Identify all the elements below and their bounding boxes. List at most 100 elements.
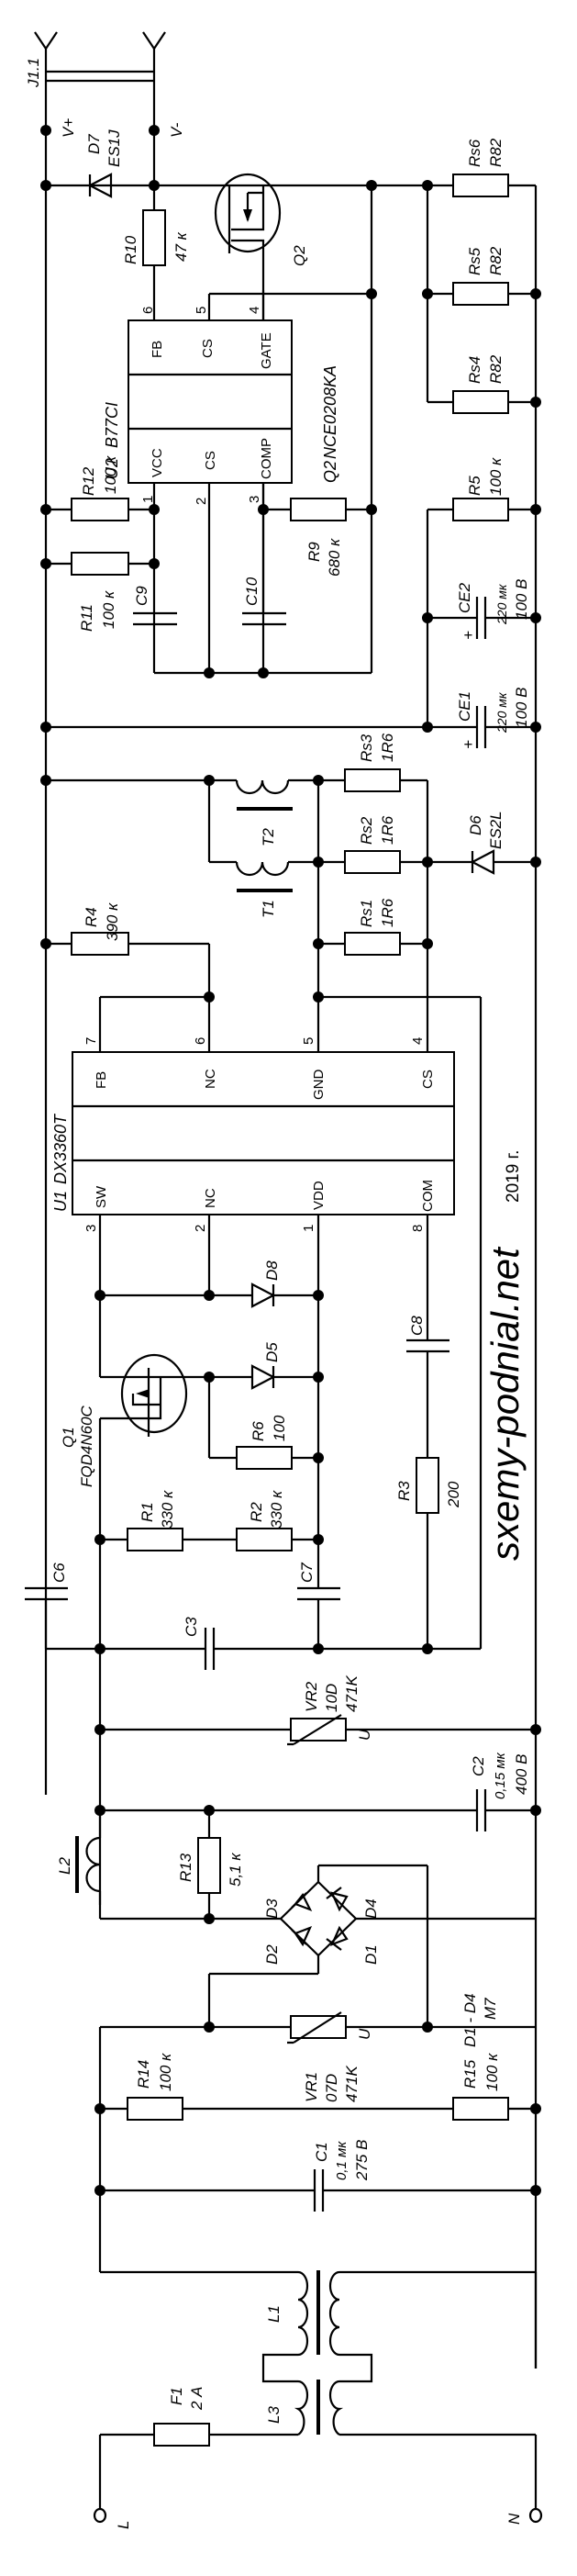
diode-d7 bbox=[87, 173, 113, 198]
r4-value: 390 к bbox=[104, 902, 121, 941]
q2-part-ref: Q2 bbox=[321, 461, 339, 483]
d2-ref: D2 bbox=[263, 1944, 281, 1965]
u2-pin2: 2 bbox=[194, 498, 209, 505]
vr2-ref: VR2 bbox=[303, 1681, 320, 1712]
diode-d2 bbox=[291, 1926, 313, 1947]
r12-value: 100 к bbox=[102, 455, 119, 494]
vr2-type: 10D bbox=[323, 1684, 340, 1712]
diode-d4 bbox=[326, 1887, 349, 1912]
output-stage: D7 ES1J Q2 R10 47 к Rs6 R82 R bbox=[40, 129, 541, 1795]
d1-ref: D1 bbox=[362, 1944, 380, 1965]
ce2-ref: CE2 bbox=[456, 582, 473, 613]
resistor-r12 bbox=[71, 498, 129, 521]
r14-ref: R14 bbox=[135, 2060, 152, 2089]
q1-ref: Q1 bbox=[60, 1427, 77, 1448]
r6-ref: R6 bbox=[250, 1421, 267, 1441]
rs4-ref: Rs4 bbox=[466, 356, 483, 384]
terminal-n[interactable] bbox=[528, 2507, 543, 2524]
u2-support: R12 100 к R11 100 к C9 C10 R9 680 к bbox=[40, 455, 541, 727]
diode-d3 bbox=[291, 1892, 313, 1912]
vr1-mark: U bbox=[356, 2028, 373, 2040]
line-label: L bbox=[115, 2521, 132, 2529]
c1-ref: C1 bbox=[313, 2142, 330, 2162]
u1-pin4: 4 bbox=[410, 1037, 426, 1045]
c2-value: 0,15 мк bbox=[493, 1752, 508, 1799]
r13-value: 5,1 к bbox=[227, 1853, 244, 1887]
resistor-r5 bbox=[452, 498, 509, 521]
ce1-rail: + CE1 220 мк 100 В bbox=[40, 688, 541, 2369]
l2-ref: L2 bbox=[56, 1857, 73, 1875]
c3-ref: C3 bbox=[183, 1617, 200, 1637]
year-watermark: 2019 г. bbox=[504, 1150, 523, 1203]
u1-pin5: 5 bbox=[301, 1037, 316, 1045]
f1-value: 2 А bbox=[188, 2386, 205, 2411]
r5-value: 100 к bbox=[487, 457, 505, 496]
emi-filter: U VR1 07D 471K R14 100 к R15 100 к C1 0,… bbox=[94, 2011, 541, 2272]
rs5-ref: Rs5 bbox=[466, 247, 483, 275]
c1-voltage: 275 В bbox=[353, 2140, 371, 2181]
c9-ref: C9 bbox=[133, 586, 150, 606]
neutral-label: N bbox=[505, 2513, 523, 2525]
u1-pin-gnd: GND bbox=[311, 1070, 327, 1101]
u1-pin-vdd: VDD bbox=[311, 1181, 327, 1210]
q2-ref: Q2 bbox=[291, 245, 308, 266]
t2-ref: T2 bbox=[260, 828, 277, 846]
ce1-ref: CE1 bbox=[456, 691, 473, 722]
d5-ref: D5 bbox=[263, 1342, 281, 1362]
connector-ref: J1.1 bbox=[25, 58, 42, 88]
resistor-rs4 bbox=[452, 390, 509, 414]
mains-input: L1 L3 F1 2 А L N bbox=[93, 2270, 543, 2529]
resistor-r13 bbox=[197, 1837, 221, 1894]
rs3-value: 1R6 bbox=[379, 733, 396, 762]
r6-value: 100 bbox=[271, 1415, 288, 1441]
r3-ref: R3 bbox=[395, 1481, 413, 1501]
d3-ref: D3 bbox=[263, 1898, 281, 1919]
ce2-polarity: + bbox=[460, 631, 477, 640]
u2-pin-cs: CS bbox=[200, 339, 216, 358]
resistor-r1 bbox=[127, 1528, 183, 1551]
l1-ref: L1 bbox=[265, 2305, 283, 2323]
rectifier: L2 R13 5,1 к D3 D4 D2 D1 D1 - D4 M7 bbox=[56, 1810, 536, 2047]
d8-ref: D8 bbox=[263, 1260, 281, 1281]
u1-pin7: 7 bbox=[83, 1037, 99, 1045]
vplus-label: V+ bbox=[60, 118, 77, 138]
l3-ref: L3 bbox=[265, 2406, 283, 2424]
d7-ref: D7 bbox=[85, 134, 103, 154]
input-filter: VR2 10D 471K U C2 0,15 мк 400 В bbox=[94, 1649, 541, 1905]
r11-ref: R11 bbox=[78, 604, 95, 632]
u2-pin1: 1 bbox=[140, 496, 156, 503]
resistor-r6 bbox=[236, 1446, 293, 1470]
terminal-l[interactable] bbox=[93, 2507, 107, 2524]
choke-l1-winding-a bbox=[297, 2270, 309, 2357]
ce2-voltage: 100 В bbox=[513, 579, 530, 620]
r12-ref: R12 bbox=[80, 466, 97, 496]
q2-part-value: NCE0208KA bbox=[321, 365, 339, 459]
u2-value: B77CI bbox=[103, 402, 121, 448]
u1-pin6: 6 bbox=[193, 1037, 208, 1045]
resistor-rs3 bbox=[344, 768, 401, 792]
rs4-value: R82 bbox=[487, 354, 505, 384]
ce1-value: 220 мк bbox=[494, 691, 509, 734]
r15-ref: R15 bbox=[461, 2059, 479, 2089]
r14-value: 100 к bbox=[157, 2053, 174, 2091]
diode-d8 bbox=[250, 1282, 276, 1308]
c2-ref: C2 bbox=[470, 1756, 487, 1776]
choke-l1-winding-b bbox=[328, 2270, 340, 2357]
transformer-t1-winding bbox=[235, 861, 290, 877]
r4-ref: R4 bbox=[83, 907, 100, 927]
connector-j1: J1.1 V+ V- bbox=[25, 31, 185, 185]
vr1-value: 471K bbox=[343, 2066, 361, 2102]
r5-ref: R5 bbox=[466, 476, 483, 496]
resistor-r9 bbox=[290, 498, 347, 521]
u2-pin4: 4 bbox=[247, 307, 262, 314]
site-watermark: sxemy-podnial.net bbox=[483, 1246, 527, 1561]
switch-stage: D8 Q1 FQD4N60C D5 R6 100 C8 bbox=[60, 1215, 462, 1649]
resistor-r15 bbox=[452, 2097, 509, 2121]
r10-value: 47 к bbox=[172, 231, 190, 262]
r11-value: 100 к bbox=[100, 590, 117, 629]
r15-value: 100 к bbox=[483, 2053, 501, 2091]
caps-c3-c6-c7: C6 C3 C7 bbox=[25, 1540, 481, 1670]
ic-u2: 6 5 4 FB CS GATE VCC CS COMP 1 2 3 U2 B7… bbox=[103, 288, 377, 673]
resistor-rs2 bbox=[344, 850, 401, 874]
